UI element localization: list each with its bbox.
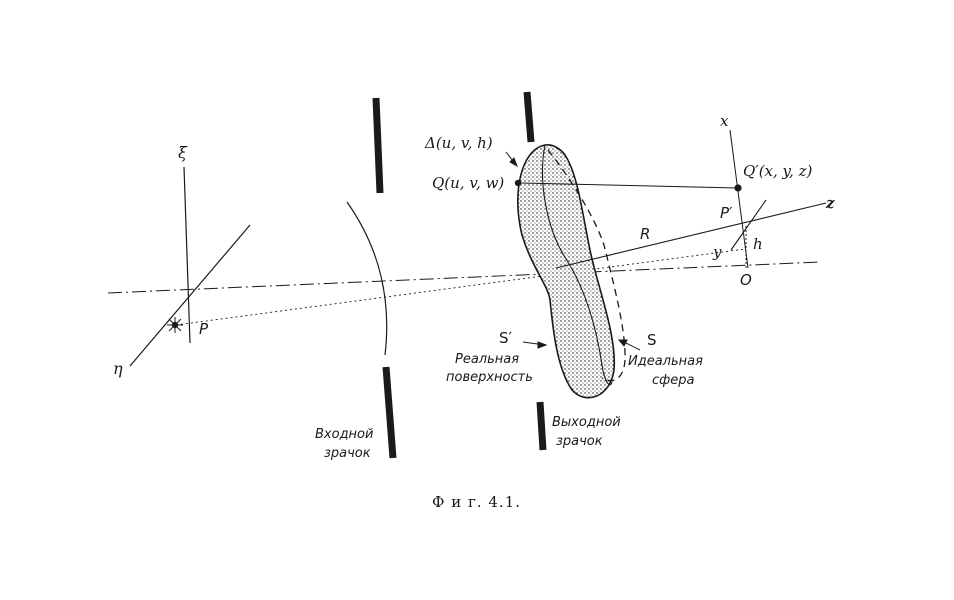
eta-label: η — [113, 359, 123, 378]
xi-axis — [183, 166, 191, 344]
arrow-s-prime-icon — [522, 341, 548, 349]
figure-caption: Ф и г. 4.1. — [432, 493, 522, 511]
p-label: P — [199, 320, 209, 338]
h-label: h — [753, 235, 763, 253]
real-surface-label-2: поверхность — [446, 370, 533, 385]
entrance-stop-lower — [382, 366, 397, 459]
q-label: Q(u, v, w) — [432, 174, 505, 192]
exit-pupil-label-1: Выходной — [552, 415, 621, 430]
entrance-pupil-label-1: Входной — [315, 427, 374, 442]
r-label: R — [640, 225, 651, 243]
p-prime-label: P′ — [720, 204, 733, 222]
exit-stop-upper — [523, 91, 535, 143]
q-prime-label: Q′(x, y, z) — [743, 162, 813, 180]
s-label: S — [647, 331, 657, 349]
y-axis — [730, 199, 767, 251]
x-axis-label: x — [720, 112, 729, 130]
o-label: O — [740, 271, 752, 289]
ideal-sphere-label-2: сфера — [652, 373, 695, 388]
point-source-icon — [167, 317, 183, 333]
eta-axis — [129, 224, 251, 367]
exit-pupil-label-2: зрачок — [556, 434, 603, 449]
entrance-pupil-label-2: зрачок — [324, 446, 371, 461]
arrow-s-icon — [617, 339, 641, 351]
z-axis-label: z — [826, 194, 835, 212]
delta-label: Δ(u, v, h) — [425, 134, 493, 152]
xi-label: ξ — [178, 143, 187, 162]
surface-rim — [541, 144, 613, 386]
chief-ray — [175, 248, 746, 326]
arrow-delta-icon — [505, 151, 518, 168]
s-prime-label: S′ — [499, 329, 512, 347]
y-axis-label: y — [713, 243, 722, 261]
ideal-sphere — [547, 149, 626, 382]
entrance-stop-upper — [372, 97, 384, 194]
entrance-wavefront — [346, 201, 388, 356]
ray-q-qprime — [519, 182, 739, 189]
point-q-prime — [734, 184, 742, 192]
real-surface-label-1: Реальная — [455, 352, 520, 367]
x-axis — [729, 129, 749, 269]
z-axis — [555, 202, 827, 269]
ideal-sphere-label-1: Идеальная — [628, 354, 703, 369]
real-surface — [517, 144, 616, 399]
point-q — [514, 179, 522, 187]
exit-stop-lower — [536, 401, 547, 451]
